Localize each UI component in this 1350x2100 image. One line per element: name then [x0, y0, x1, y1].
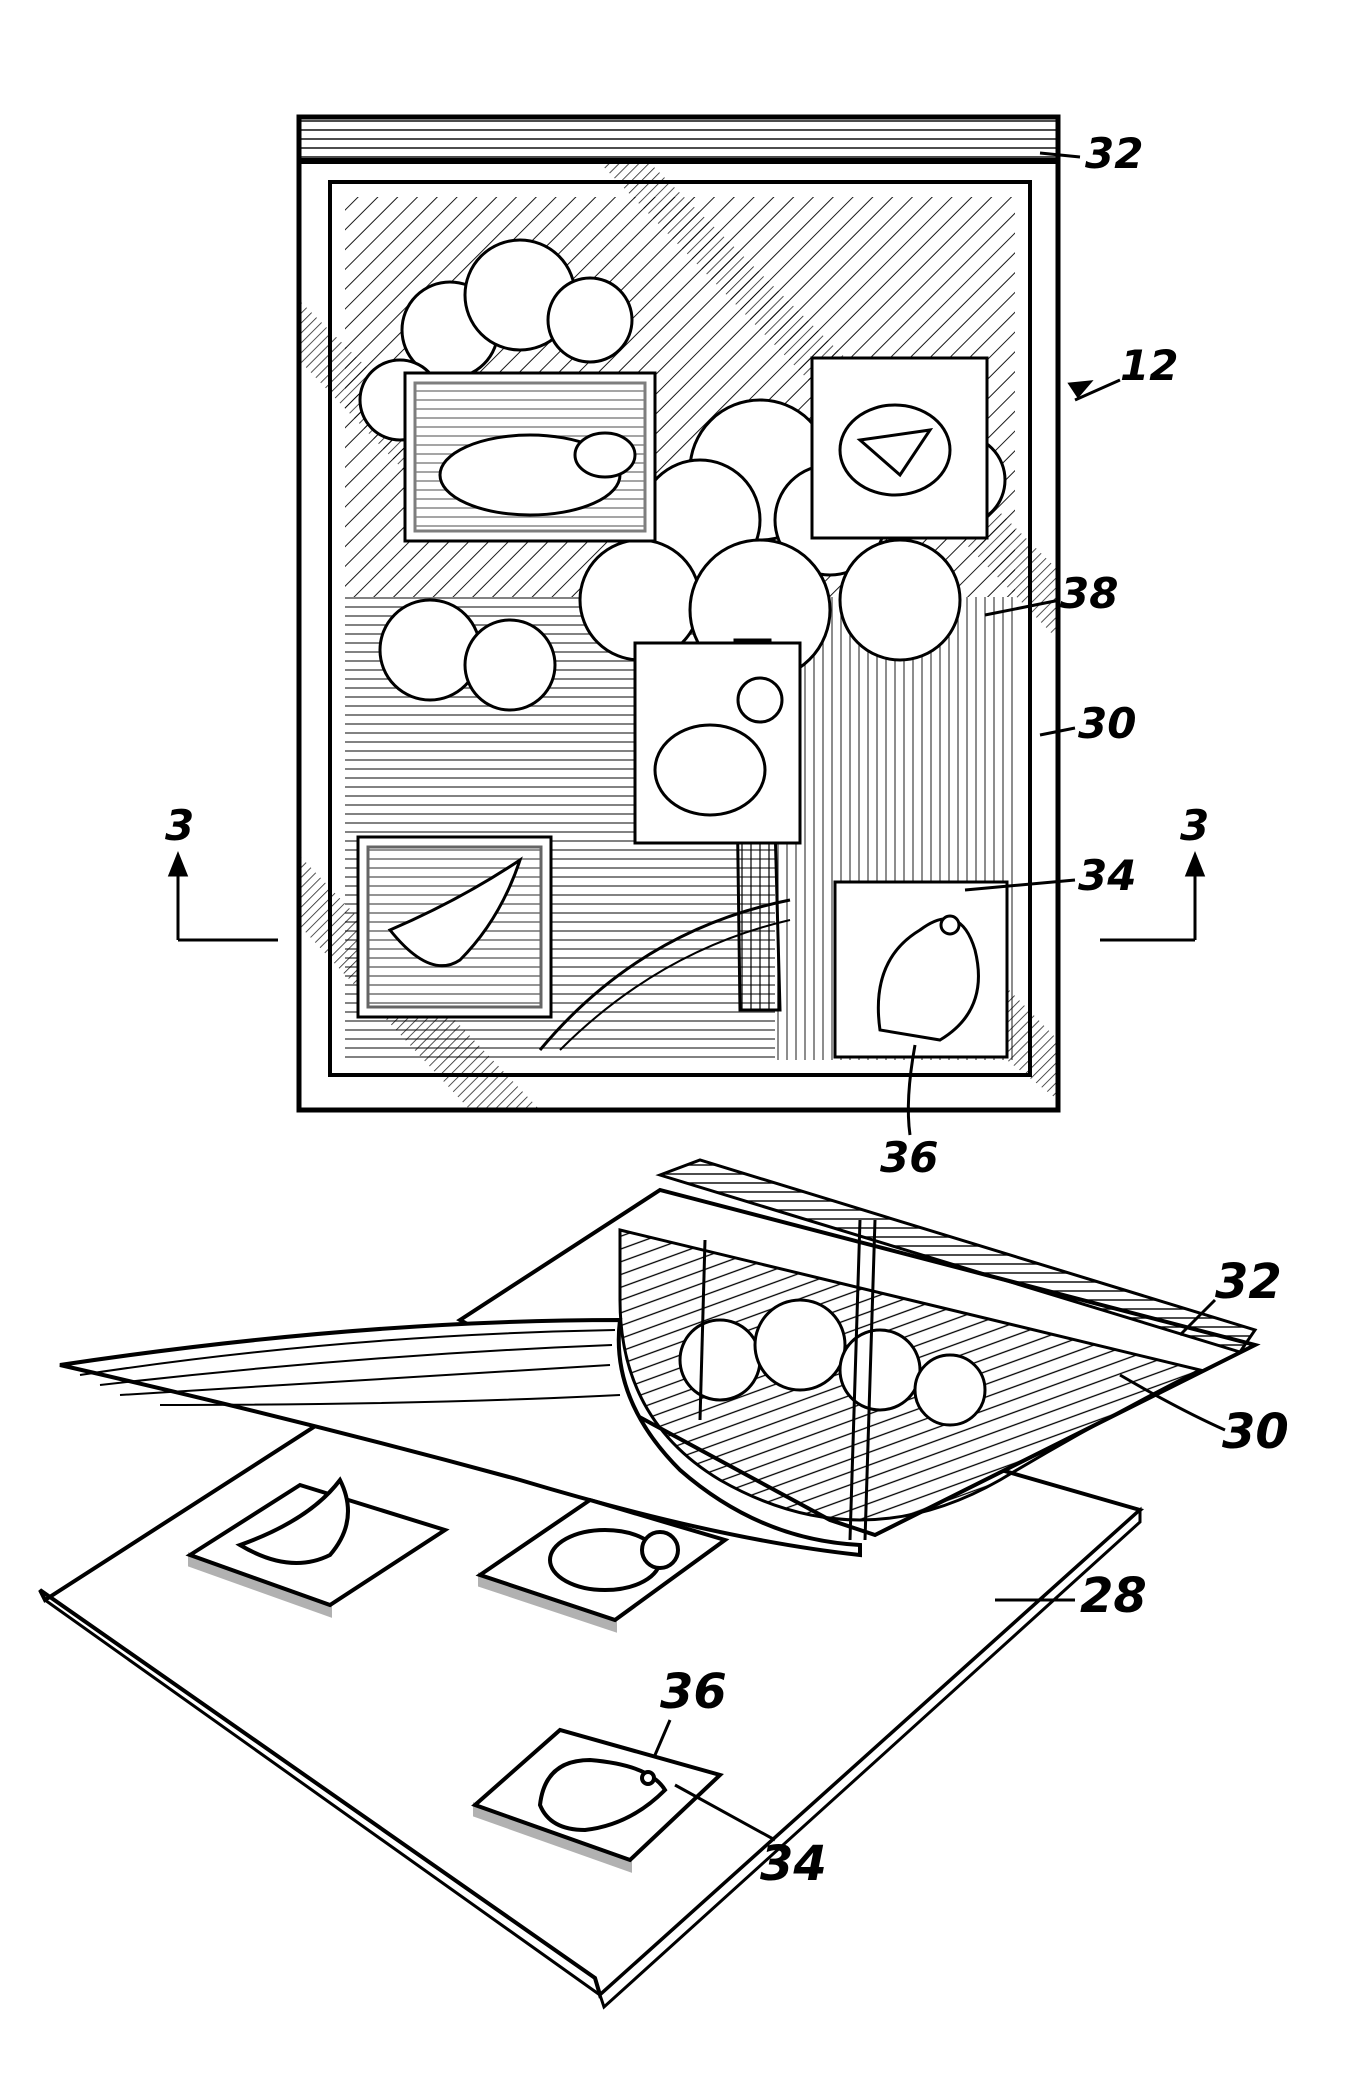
window-swan — [356, 835, 553, 1019]
perspective-view: 32 30 28 36 34 — [38, 1158, 1289, 2010]
label-28: 28 — [1080, 1568, 1147, 1624]
label-30-bottom: 30 — [1222, 1404, 1289, 1460]
leader-lines-bottom — [653, 1298, 1226, 1842]
binding-strip — [297, 115, 1060, 163]
window-bird-top — [810, 356, 989, 540]
label-34-bottom: 34 — [760, 1836, 827, 1892]
window-hippo — [403, 371, 657, 543]
label-32-bottom: 32 — [1215, 1254, 1282, 1310]
label-12: 12 — [1120, 341, 1178, 390]
label-36-top: 36 — [880, 1133, 938, 1182]
tile-frog — [471, 1727, 724, 1873]
binding-strip-bottom — [655, 1158, 1258, 1354]
hill — [538, 898, 791, 1051]
leader-lines-top — [906, 151, 1121, 1136]
label-38: 38 — [1060, 569, 1118, 618]
tile-pig — [475, 1497, 730, 1633]
label-30-top: 30 — [1078, 699, 1136, 748]
label-32-top: 32 — [1085, 129, 1143, 178]
tiles — [185, 1476, 730, 1873]
window-pig — [633, 641, 802, 845]
curled-sheet — [59, 1317, 862, 1558]
scene-frame — [328, 180, 1032, 1077]
label-36-bottom: 36 — [660, 1664, 727, 1720]
tile-swan — [185, 1476, 450, 1618]
picture-windows — [356, 356, 1009, 1059]
plan-view: 32 12 38 30 34 36 3 3 — [165, 114, 1209, 1182]
window-frog — [833, 880, 1009, 1059]
section-marker-right: 3 — [1180, 801, 1209, 850]
label-34-top: 34 — [1078, 851, 1136, 900]
section-line — [167, 850, 1206, 942]
section-marker-left: 3 — [165, 801, 194, 850]
